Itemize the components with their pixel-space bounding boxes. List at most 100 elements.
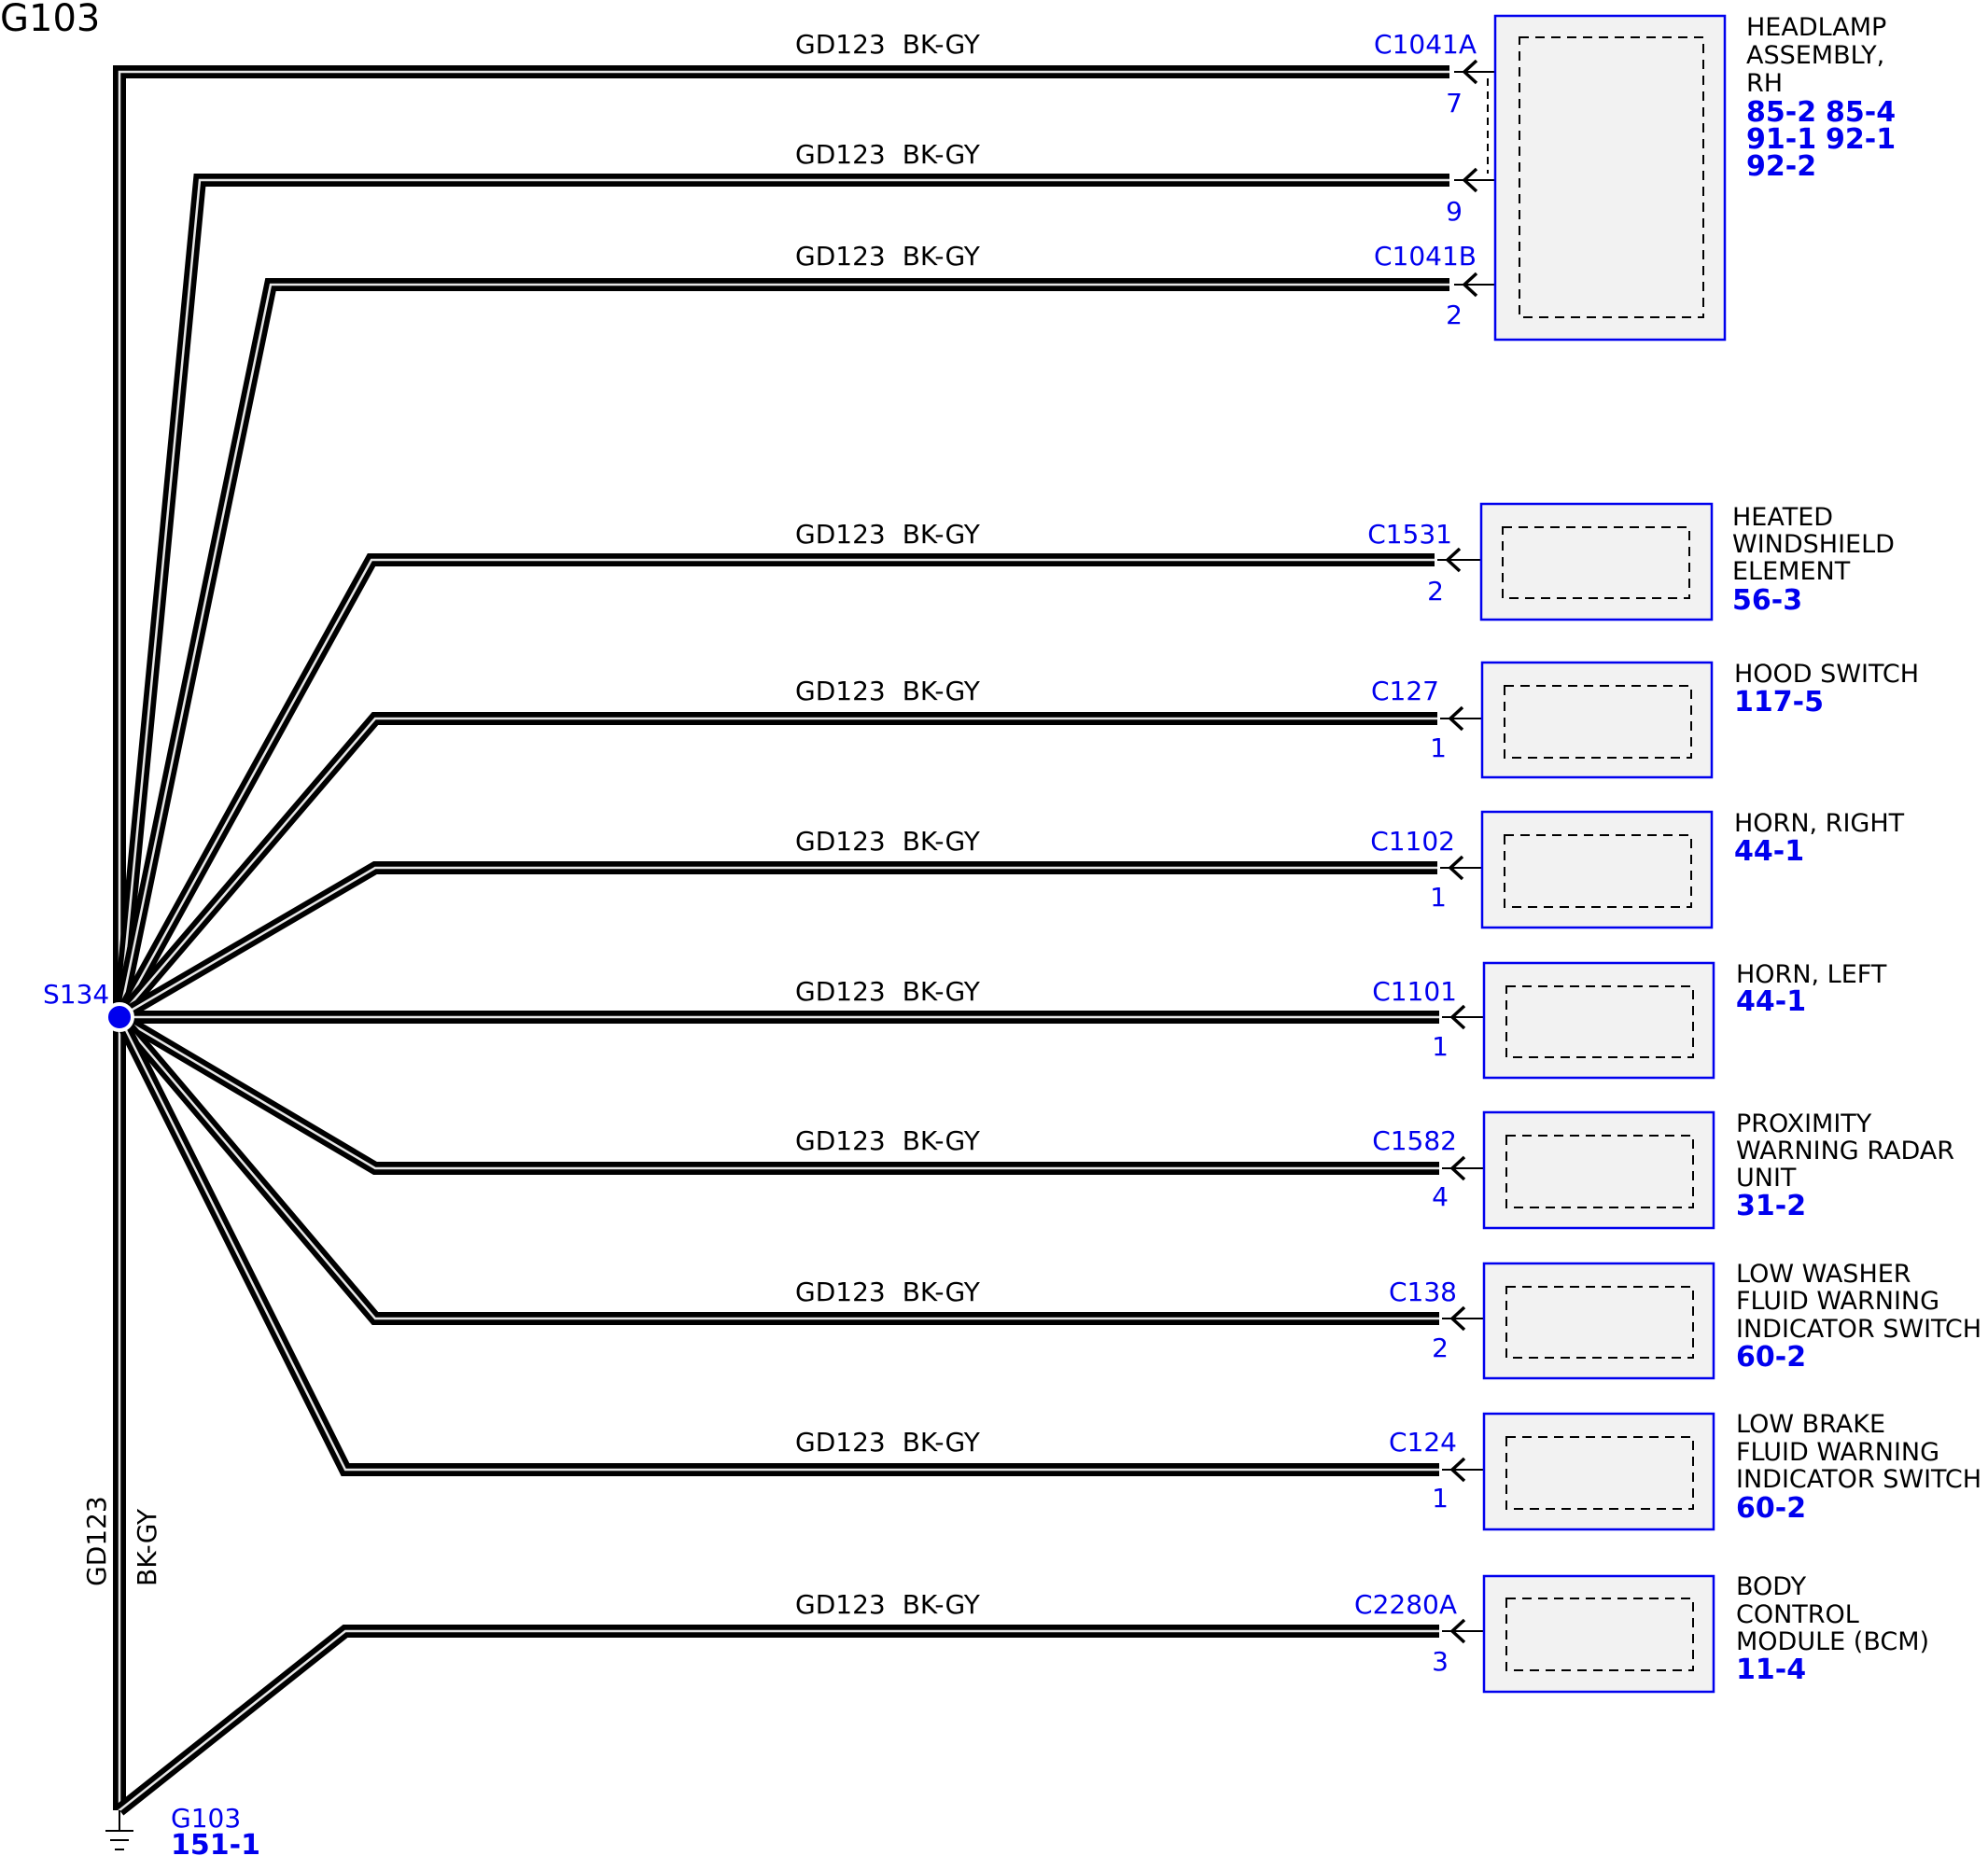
- component-inner-outline: [1502, 526, 1690, 599]
- pin-arrow-icon: [1462, 167, 1478, 193]
- component-ref-link[interactable]: 91-1: [1746, 123, 1816, 156]
- pin-arrow-icon: [1445, 547, 1462, 573]
- pin-number: 1: [1430, 733, 1447, 763]
- connector-label[interactable]: C1531: [1367, 519, 1452, 550]
- component-box: [1479, 502, 1714, 621]
- component-proximity-radar[interactable]: PROXIMITY WARNING RADAR UNIT 31-2: [1482, 1109, 1963, 1230]
- connector-label[interactable]: C138: [1389, 1277, 1457, 1307]
- component-box: [1482, 1412, 1715, 1531]
- connector-label[interactable]: C1101: [1372, 976, 1457, 1007]
- connector-label[interactable]: C1582: [1372, 1125, 1457, 1156]
- connector-label[interactable]: C124: [1389, 1427, 1457, 1458]
- component-ref-link[interactable]: 85-2: [1746, 96, 1816, 129]
- pin-number: 9: [1446, 196, 1463, 227]
- trunk-circuit-label: GD123: [81, 1496, 112, 1586]
- component-inner-outline: [1505, 1436, 1694, 1510]
- component-ref-link[interactable]: 31-2: [1736, 1190, 1806, 1222]
- pin-arrow-icon: [1462, 272, 1478, 298]
- component-bcm[interactable]: BODY CONTROL MODULE (BCM) 11-4: [1482, 1572, 1929, 1694]
- component-box: [1482, 961, 1715, 1080]
- component-ref-link[interactable]: 44-1: [1736, 985, 1806, 1018]
- pin-arrow-icon: [1449, 1305, 1466, 1332]
- wire-3-core: [118, 283, 1449, 1018]
- component-name: PROXIMITY WARNING RADAR UNIT: [1736, 1109, 1963, 1193]
- component-headlamp-rh[interactable]: HEADLAMP ASSEMBLY, RH 85-2 85-4 91-1 92-…: [1493, 13, 1896, 342]
- ground-g103[interactable]: G103 151-1: [105, 1803, 260, 1856]
- ground-label: G103: [171, 1803, 241, 1834]
- component-low-washer-switch[interactable]: LOW WASHER FLUID WARNING INDICATOR SWITC…: [1482, 1260, 1981, 1380]
- diagram-title: G103: [0, 0, 100, 40]
- component-box: [1482, 1110, 1715, 1230]
- pin-arrow-icon: [1449, 1618, 1466, 1644]
- component-name: HORN, RIGHT: [1734, 809, 1905, 838]
- component-ref-link[interactable]: 44-1: [1734, 835, 1804, 868]
- component-low-brake-switch[interactable]: LOW BRAKE FLUID WARNING INDICATOR SWITCH…: [1482, 1410, 1981, 1531]
- component-ref-link[interactable]: 11-4: [1736, 1654, 1806, 1686]
- connector-label[interactable]: C1041B: [1374, 241, 1477, 272]
- pin-arrow-icon: [1449, 1155, 1466, 1181]
- pin-number: 7: [1446, 88, 1463, 119]
- component-name: HORN, LEFT: [1736, 960, 1887, 989]
- pin-arrow-icon: [1449, 1004, 1466, 1030]
- wire-11[interactable]: [115, 1625, 1439, 1816]
- pin-arrow-icon: [1448, 855, 1464, 881]
- pin-number: 1: [1430, 882, 1447, 913]
- component-ref-link[interactable]: 92-1: [1826, 123, 1896, 156]
- component-name: LOW BRAKE FLUID WARNING INDICATOR SWITCH: [1736, 1410, 1981, 1494]
- component-inner-outline: [1505, 1598, 1694, 1671]
- component-ref-link[interactable]: 92-2: [1746, 150, 1816, 183]
- wire-4-core: [118, 558, 1435, 1018]
- splice-s134[interactable]: S134: [43, 979, 134, 1032]
- component-inner-outline: [1505, 1135, 1694, 1208]
- wire-harness: [113, 65, 1449, 1816]
- component-ref-link[interactable]: 60-2: [1736, 1341, 1806, 1374]
- connector-label[interactable]: C127: [1371, 676, 1439, 706]
- component-heated-windshield[interactable]: HEATED WINDSHIELD ELEMENT 56-3: [1479, 502, 1903, 621]
- component-horn-left[interactable]: HORN, LEFT 44-1: [1482, 960, 1887, 1080]
- wire-8-core: [119, 1015, 1439, 1170]
- component-name: HEADLAMP ASSEMBLY, RH: [1746, 13, 1895, 98]
- component-ref-link[interactable]: 60-2: [1736, 1492, 1806, 1525]
- component-inner-outline: [1505, 985, 1694, 1058]
- connector-label[interactable]: C1102: [1370, 826, 1455, 857]
- pin-arrow-icon: [1462, 59, 1478, 85]
- component-box: [1493, 14, 1727, 342]
- pin-number: 1: [1432, 1031, 1449, 1062]
- wire-8[interactable]: [116, 1011, 1439, 1175]
- component-name: LOW WASHER FLUID WARNING INDICATOR SWITC…: [1736, 1260, 1981, 1344]
- wire-trunk-core: [118, 70, 1449, 1810]
- connector-label[interactable]: C1041A: [1374, 29, 1477, 60]
- pin-number: 1: [1432, 1483, 1449, 1514]
- ground-ref-link[interactable]: 151-1: [171, 1829, 260, 1856]
- splice-label: S134: [43, 979, 109, 1010]
- component-box: [1480, 810, 1714, 929]
- wire-6-core: [119, 866, 1437, 1019]
- component-ref-link[interactable]: 85-4: [1826, 96, 1896, 129]
- component-inner-outline: [1504, 834, 1692, 908]
- component-box: [1482, 1574, 1715, 1694]
- component-hood-switch[interactable]: HOOD SWITCH 117-5: [1480, 660, 1919, 779]
- component-ref-link[interactable]: 56-3: [1732, 584, 1802, 617]
- wire-11-core: [119, 1629, 1439, 1811]
- connector-labels: C1041A 7 9 C1041B 2 C1531 2 C127 1 C1102…: [1354, 29, 1477, 1677]
- ground-icon: [105, 1810, 133, 1850]
- connector-label[interactable]: C2280A: [1354, 1589, 1457, 1620]
- wire-6[interactable]: [116, 861, 1437, 1024]
- component-name: HOOD SWITCH: [1734, 660, 1919, 689]
- wire-2[interactable]: [113, 174, 1449, 1018]
- wire-5-core: [119, 717, 1437, 1018]
- component-ref-link[interactable]: 117-5: [1734, 686, 1824, 719]
- pin-number: 2: [1427, 576, 1444, 607]
- splice-dot-icon: [105, 1002, 134, 1032]
- component-horn-right[interactable]: HORN, RIGHT 44-1: [1480, 809, 1905, 929]
- wire-trunk[interactable]: [113, 65, 1449, 1810]
